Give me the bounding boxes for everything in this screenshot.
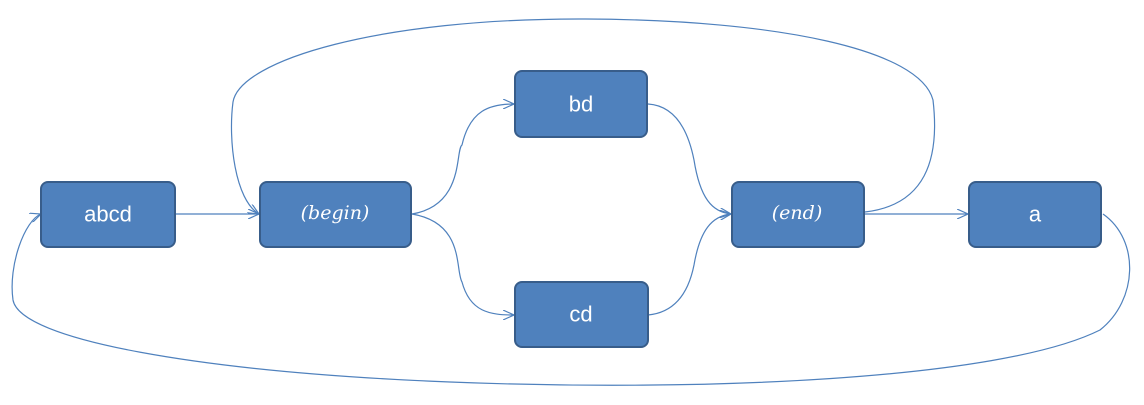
node-cd: cd xyxy=(514,281,649,348)
node-end-label: (end) xyxy=(772,202,822,224)
edge-end-to-begin xyxy=(230,18,936,214)
edges xyxy=(11,18,1131,386)
node-a-label: a xyxy=(1029,202,1042,227)
edge-bd-to-end xyxy=(647,103,731,214)
node-cd-label: cd xyxy=(569,302,592,327)
node-begin-label: (begin) xyxy=(301,202,370,224)
edge-begin-to-bd xyxy=(411,104,514,215)
node-a: a xyxy=(968,181,1102,248)
edge-a-to-abcd xyxy=(11,214,1131,386)
node-begin: (begin) xyxy=(259,181,412,248)
node-bd: bd xyxy=(514,70,648,138)
node-end: (end) xyxy=(731,181,865,248)
node-bd-label: bd xyxy=(569,92,593,117)
node-abcd: abcd xyxy=(40,181,176,248)
edge-cd-to-end xyxy=(647,214,731,316)
node-abcd-label: abcd xyxy=(84,202,132,227)
edge-begin-to-cd xyxy=(411,213,514,315)
